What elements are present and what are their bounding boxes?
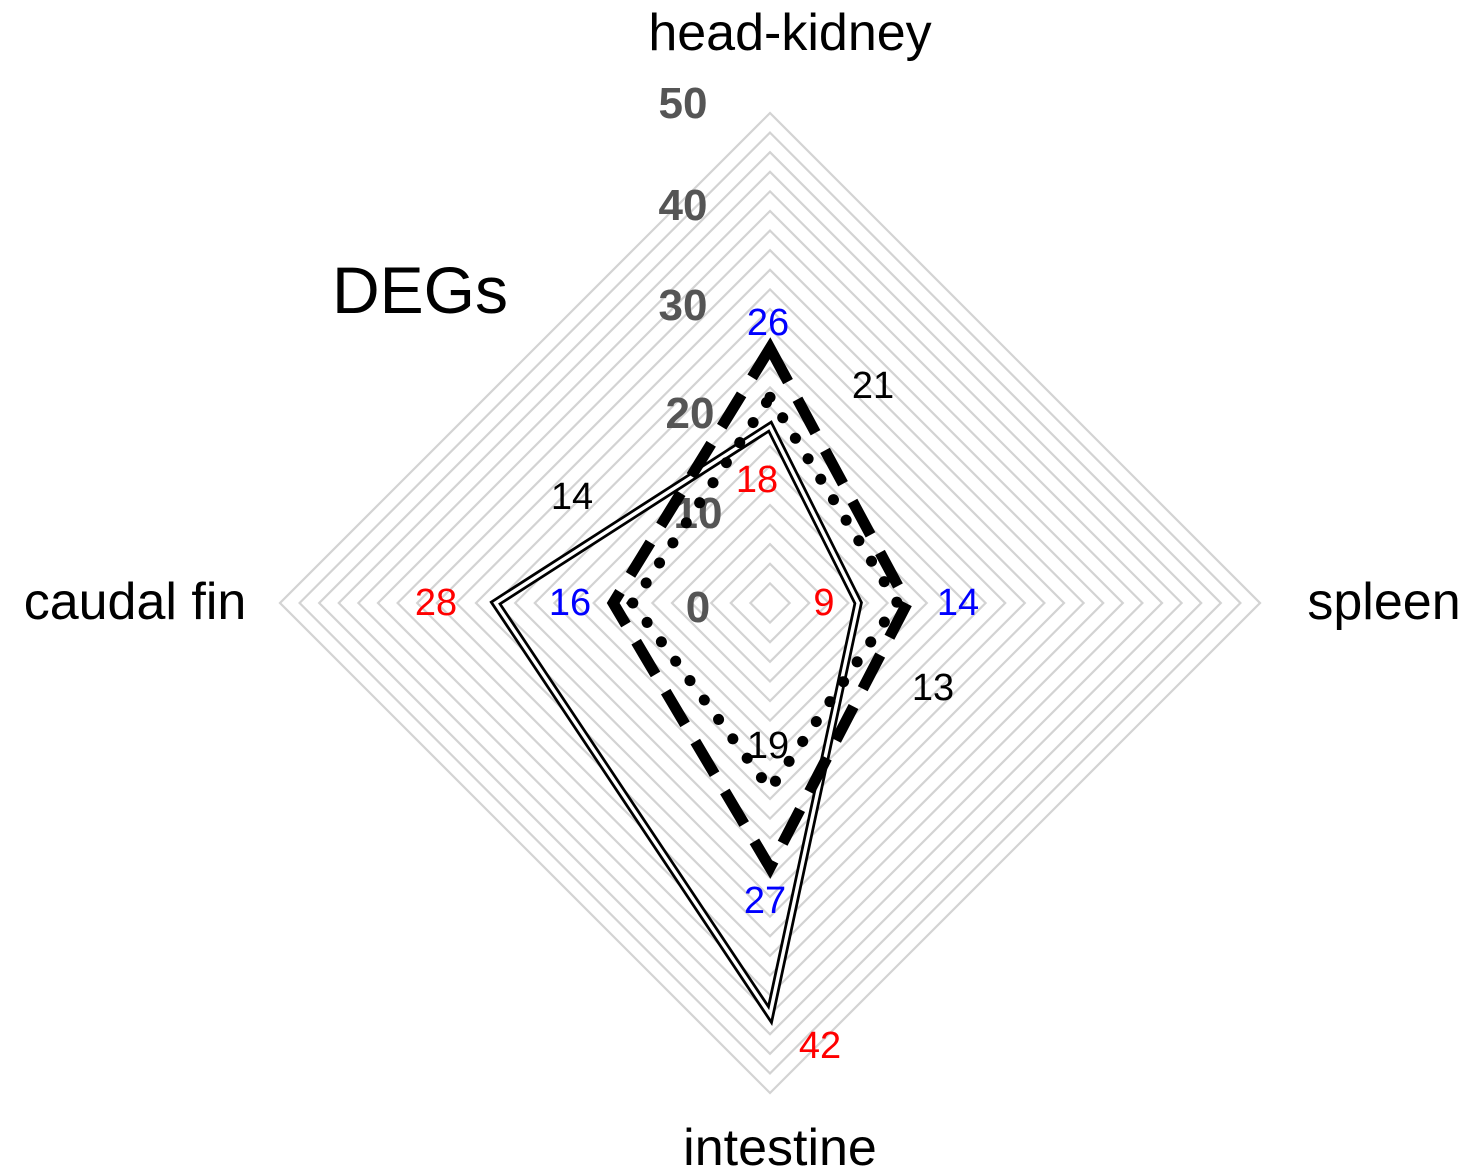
data-series	[489, 337, 914, 1026]
data-label: 13	[912, 667, 954, 709]
tick-label: 40	[659, 181, 708, 230]
series-dashed	[606, 337, 914, 879]
data-label: 26	[747, 302, 789, 344]
grid-ring	[415, 248, 1125, 958]
data-label: 28	[415, 582, 457, 624]
tick-label: 50	[659, 79, 708, 128]
data-label: 16	[549, 582, 591, 624]
grid-ring	[729, 562, 811, 644]
grid-ring	[337, 170, 1203, 1036]
tick-label: 0	[686, 583, 710, 632]
grid-ring	[552, 385, 988, 821]
tick-label: 20	[666, 389, 715, 438]
data-label: 21	[852, 365, 894, 407]
grid-ring	[278, 111, 1262, 1095]
grid-ring	[611, 444, 929, 762]
data-label: 19	[747, 725, 789, 767]
axis-label-spleen: spleen	[1307, 573, 1460, 631]
data-label: 18	[736, 459, 778, 501]
grid-ring	[748, 581, 792, 625]
axis-label-head-kidney: head-kidney	[648, 4, 931, 62]
axis-label-intestine: intestine	[683, 1119, 877, 1175]
grid-ring	[709, 542, 831, 664]
grid-ring	[670, 503, 870, 703]
grid-ring	[396, 229, 1144, 977]
data-label: 27	[744, 880, 786, 922]
grid-ring	[631, 464, 909, 742]
grid-ring	[454, 287, 1086, 919]
axis-label-caudal-fin: caudal fin	[24, 573, 247, 631]
grid-ring	[317, 150, 1223, 1056]
tick-label: 30	[659, 281, 708, 330]
data-labels: 18 9 42 28 26 14 27 16 21 13 19 14	[415, 302, 979, 1067]
grid-ring	[572, 405, 968, 801]
data-label: 14	[551, 476, 593, 518]
chart-title: DEGs	[332, 253, 508, 327]
data-label: 9	[813, 582, 834, 624]
grid-ring	[435, 268, 1105, 938]
grid-ring	[474, 307, 1066, 899]
grid-ring	[650, 483, 890, 723]
data-label: 14	[937, 582, 979, 624]
grid-ring	[690, 523, 850, 683]
series-solid-inner	[493, 424, 861, 1020]
data-label: 42	[799, 1025, 841, 1067]
grid-ring	[298, 131, 1242, 1075]
